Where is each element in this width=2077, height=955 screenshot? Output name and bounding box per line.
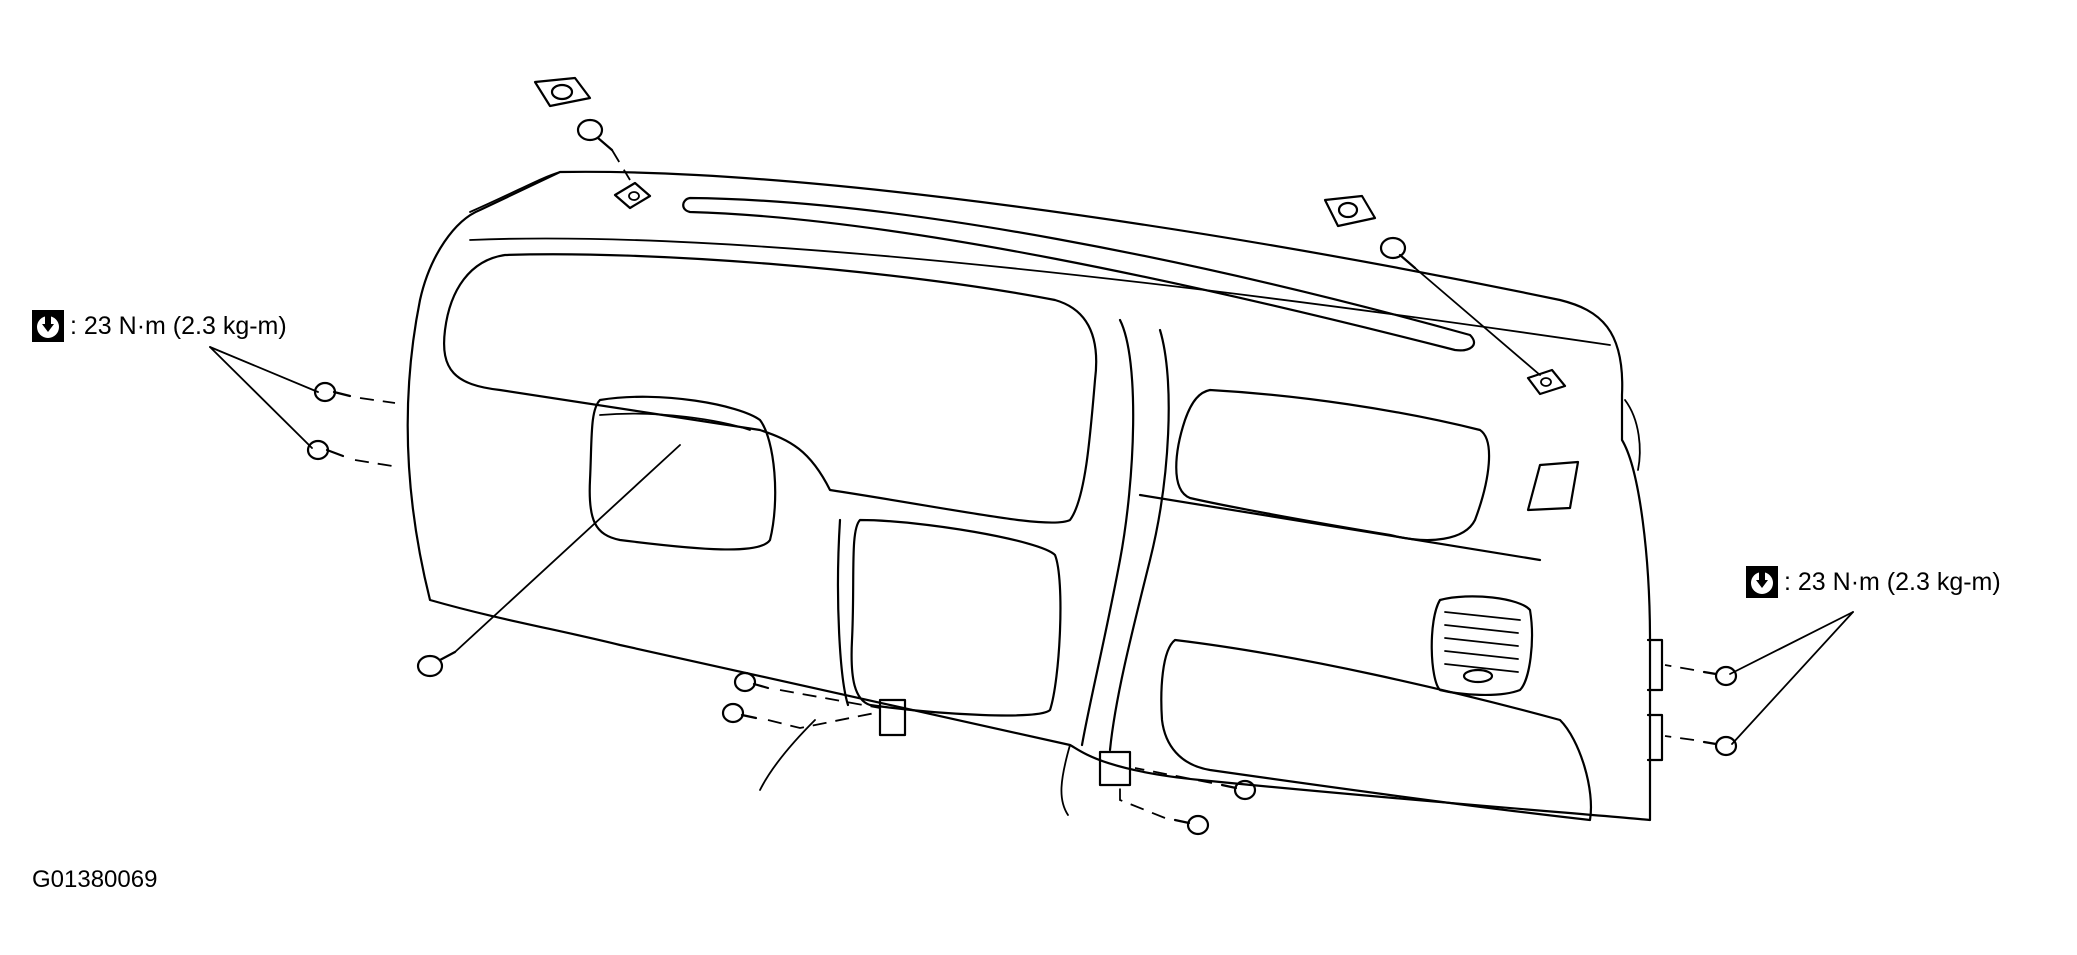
side-air-vent — [1430, 595, 1534, 696]
bolt-top-left — [576, 118, 631, 181]
torque-wrench-icon — [1746, 566, 1778, 598]
steering-column-panel — [588, 395, 777, 551]
bolt-right-upper — [1664, 664, 1738, 687]
lower-brackets — [759, 698, 1132, 816]
bolt-top-right — [1379, 236, 1541, 376]
bolt-left-lower — [306, 439, 393, 467]
torque-leader-right — [1729, 611, 1854, 745]
bolt-steering-column — [416, 444, 681, 678]
torque-spec-left: : 23 N·m (2.3 kg-m) — [32, 310, 287, 342]
top-right-bracket — [1323, 194, 1567, 396]
bolt-left-upper — [313, 381, 396, 404]
center-console-opening — [836, 318, 1170, 752]
top-left-bracket — [533, 76, 652, 210]
torque-spec-right: : 23 N·m (2.3 kg-m) — [1746, 566, 2001, 598]
torque-spec-left-text: : 23 N·m (2.3 kg-m) — [70, 311, 287, 340]
dashboard-outline — [406, 170, 1652, 822]
torque-spec-right-text: : 23 N·m (2.3 kg-m) — [1784, 567, 2001, 596]
dashboard-right-end — [1624, 399, 1664, 762]
glove-box — [1160, 638, 1592, 822]
bolt-lower-bracket-2 — [1119, 785, 1210, 836]
bolt-lower-bracket-1 — [1134, 767, 1257, 801]
torque-leader-left — [209, 346, 319, 449]
bolt-lower-center-1 — [733, 671, 881, 709]
sensor-opening — [1526, 460, 1580, 512]
defroster-vent — [682, 196, 1476, 352]
instrument-cluster-opening — [443, 253, 1098, 524]
torque-wrench-icon — [32, 310, 64, 342]
bolt-right-lower — [1664, 735, 1738, 757]
figure-id: G01380069 — [32, 866, 158, 893]
passenger-upper-opening — [1138, 388, 1542, 562]
bolt-lower-center-2 — [721, 702, 881, 729]
